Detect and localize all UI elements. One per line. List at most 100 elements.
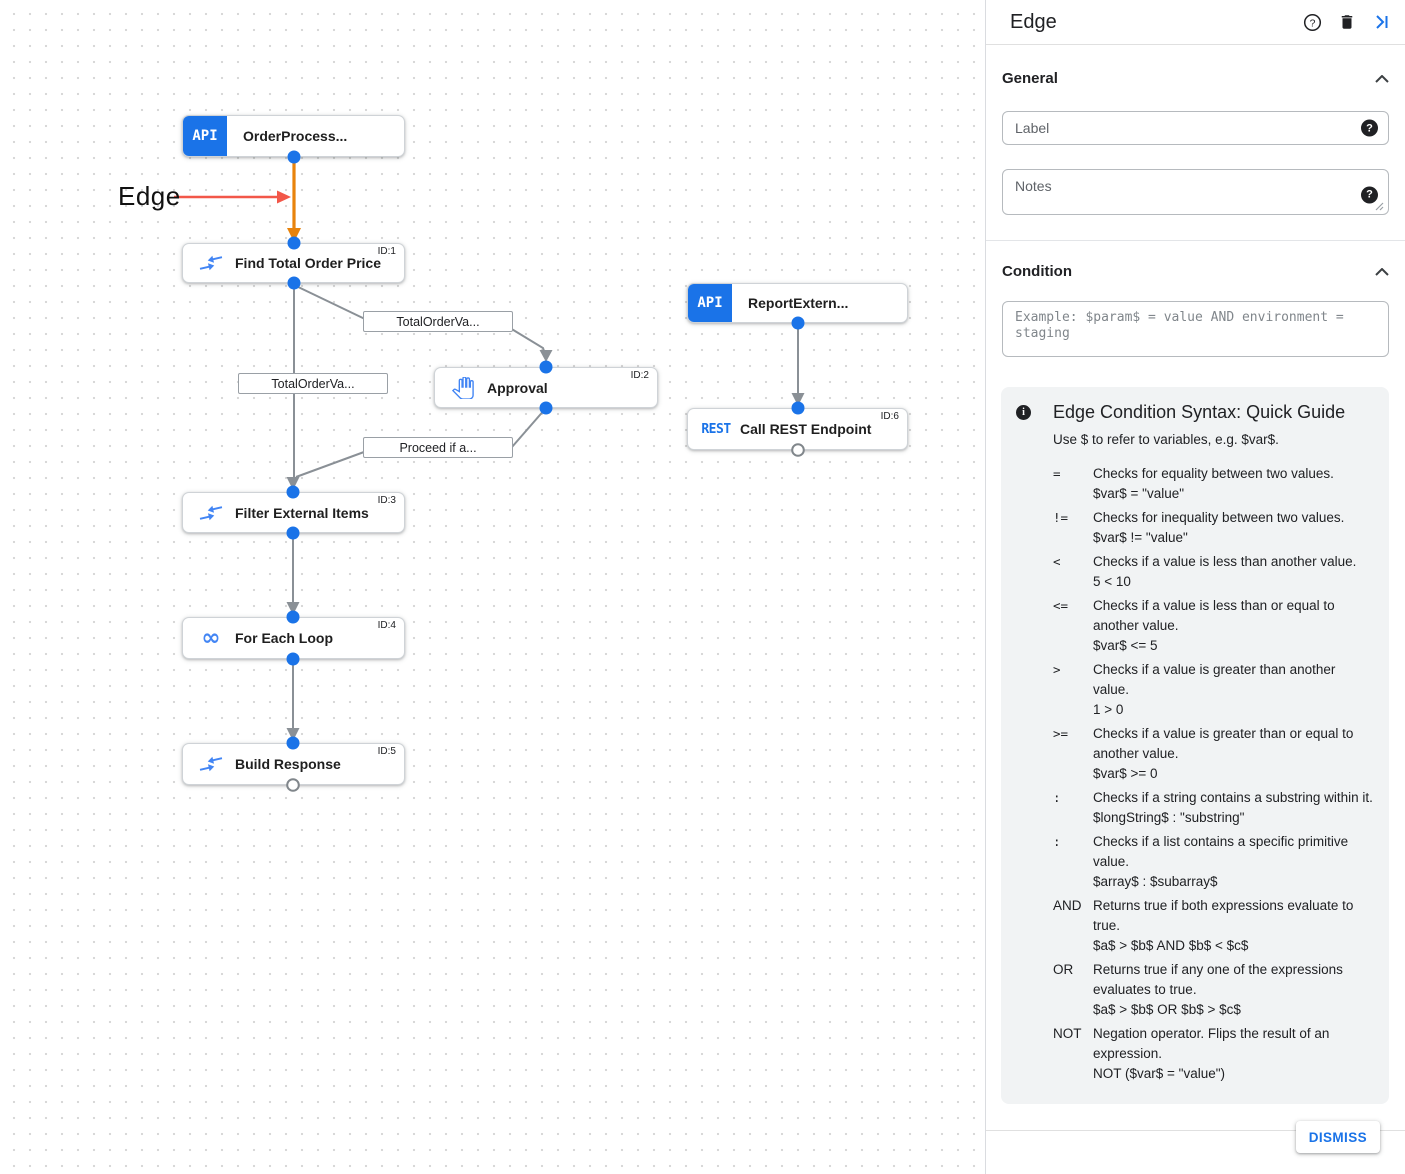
guide-example: 1 > 0: [1093, 702, 1124, 717]
notes-field-wrap: ?: [1002, 169, 1389, 220]
guide-example: $var$ >= 0: [1093, 766, 1158, 781]
guide-row: OR Returns true if any one of the expres…: [1053, 960, 1375, 1020]
delete-icon[interactable]: [1337, 12, 1357, 32]
guide-desc: Checks for inequality between two values…: [1093, 510, 1345, 525]
footer-divider: [986, 1130, 1405, 1131]
guide-example: $array$ : $subarray$: [1093, 874, 1218, 889]
guide-row: >= Checks if a value is greater than or …: [1053, 724, 1375, 784]
guide-operator: =: [1053, 466, 1061, 481]
edge-label-total-order-1[interactable]: TotalOrderVa...: [363, 311, 513, 332]
guide-row: > Checks if a value is greater than anot…: [1053, 660, 1375, 720]
edges-layer: [174, 157, 805, 741]
guide-desc: Returns true if any one of the expressio…: [1093, 962, 1343, 997]
guide-operator: <=: [1053, 598, 1069, 613]
loop-infinity-icon: ∞: [201, 625, 221, 651]
guide-example: $var$ != "value": [1093, 530, 1188, 545]
api-trigger-icon: API: [183, 116, 227, 156]
api-trigger-icon: API: [688, 284, 732, 322]
guide-row: NOT Negation operator. Flips the result …: [1053, 1024, 1375, 1084]
node-task-approval[interactable]: ID:2 Approval: [434, 367, 658, 408]
node-id-badge: ID:2: [630, 370, 649, 381]
annotation-arrow: [174, 190, 291, 204]
guide-row: = Checks for equality between two values…: [1053, 464, 1375, 504]
node-task-build-response[interactable]: ID:5 Build Response: [182, 743, 405, 785]
dismiss-button[interactable]: DISMISS: [1295, 1121, 1380, 1153]
label-help-icon[interactable]: ?: [1361, 119, 1378, 137]
guide-example: NOT ($var$ = "value"): [1093, 1066, 1226, 1081]
edge-selected[interactable]: [287, 157, 301, 242]
node-trigger-reportextern[interactable]: API ReportExtern...: [687, 283, 908, 323]
help-icon[interactable]: ?: [1302, 12, 1322, 32]
connector-dots-layer: [286, 150, 805, 792]
node-trigger-orderprocess[interactable]: API OrderProcess...: [182, 115, 405, 157]
guide-example: $var$ <= 5: [1093, 638, 1158, 653]
node-task-find-total-order-price[interactable]: ID:1 Find Total Order Price: [182, 243, 405, 283]
node-task-for-each-loop[interactable]: ID:4 ∞ For Each Loop: [182, 617, 405, 659]
general-section-title: General: [1002, 70, 1058, 87]
node-title: OrderProcess...: [243, 128, 348, 144]
guide-operator: >: [1053, 662, 1061, 677]
guide-row: <= Checks if a value is less than or equ…: [1053, 596, 1375, 656]
guide-subtitle: Use $ to refer to variables, e.g. $var$.: [1053, 432, 1279, 447]
guide-operator: NOT: [1053, 1026, 1082, 1041]
guide-example: $a$ > $b$ OR $b$ > $c$: [1093, 1002, 1241, 1017]
node-id-badge: ID:6: [880, 411, 899, 422]
guide-operator: :: [1053, 834, 1061, 849]
condition-section-title: Condition: [1002, 263, 1072, 280]
guide-operator: >=: [1053, 726, 1069, 741]
flow-canvas[interactable]: API OrderProcess... ID:1 Find Total Orde…: [0, 0, 986, 1174]
node-task-call-rest-endpoint[interactable]: ID:6 REST Call REST Endpoint: [687, 408, 908, 450]
guide-desc: Negation operator. Flips the result of a…: [1093, 1026, 1330, 1061]
node-id-badge: ID:1: [377, 246, 396, 257]
node-id-badge: ID:4: [377, 620, 396, 631]
guide-operator: !=: [1053, 510, 1069, 525]
node-task-filter-external-items[interactable]: ID:3 Filter External Items: [182, 492, 405, 533]
resize-handle-icon[interactable]: [1375, 198, 1384, 216]
node-title: Call REST Endpoint: [740, 421, 872, 437]
collapse-panel-icon[interactable]: [1372, 12, 1392, 32]
info-icon: i: [1012, 402, 1053, 1088]
node-title: Build Response: [235, 756, 341, 772]
svg-text:?: ?: [1309, 18, 1315, 29]
guide-desc: Checks if a string contains a substring …: [1093, 790, 1373, 805]
guide-operator: OR: [1053, 962, 1074, 977]
notes-help-icon[interactable]: ?: [1361, 186, 1378, 203]
guide-desc: Returns true if both expressions evaluat…: [1093, 898, 1354, 933]
node-title: Filter External Items: [235, 504, 369, 521]
guide-desc: Checks if a value is less than or equal …: [1093, 598, 1335, 633]
edge-label-total-order-2[interactable]: TotalOrderVa...: [238, 373, 388, 394]
general-section-header[interactable]: General: [986, 70, 1405, 87]
node-id-badge: ID:5: [377, 746, 396, 757]
guide-row: < Checks if a value is less than another…: [1053, 552, 1375, 592]
guide-operator: <: [1053, 554, 1061, 569]
node-title: For Each Loop: [235, 630, 333, 646]
guide-example: $a$ > $b$ AND $b$ < $c$: [1093, 938, 1249, 953]
guide-desc: Checks if a value is greater than anothe…: [1093, 662, 1336, 697]
guide-title: Edge Condition Syntax: Quick Guide: [1053, 402, 1346, 422]
notes-input[interactable]: [1002, 169, 1389, 215]
data-mapping-icon: [196, 755, 226, 773]
guide-example: $var$ = "value": [1093, 486, 1185, 501]
chevron-up-icon[interactable]: [1375, 74, 1389, 83]
section-divider: [986, 240, 1405, 241]
data-mapping-icon: [196, 254, 226, 272]
edge-annotation-text: Edge: [118, 181, 181, 211]
guide-operator: :: [1053, 790, 1061, 805]
node-id-badge: ID:3: [377, 495, 396, 506]
guide-example: 5 < 10: [1093, 574, 1131, 589]
panel-title: Edge: [1010, 10, 1057, 33]
chevron-up-icon[interactable]: [1375, 267, 1389, 276]
edge-label-proceed-if[interactable]: Proceed if a...: [363, 437, 513, 458]
guide-row: AND Returns true if both expressions eva…: [1053, 896, 1375, 956]
condition-section-header[interactable]: Condition: [986, 263, 1405, 280]
node-title: Approval: [487, 379, 548, 396]
condition-field-wrap: [1002, 301, 1389, 362]
label-input[interactable]: [1002, 111, 1389, 145]
condition-input[interactable]: [1002, 301, 1389, 357]
guide-desc: Checks if a value is less than another v…: [1093, 554, 1357, 569]
guide-row: : Checks if a string contains a substrin…: [1053, 788, 1375, 828]
approval-hand-icon: [448, 376, 478, 399]
guide-desc: Checks for equality between two values.: [1093, 466, 1334, 481]
guide-desc: Checks if a list contains a specific pri…: [1093, 834, 1349, 869]
